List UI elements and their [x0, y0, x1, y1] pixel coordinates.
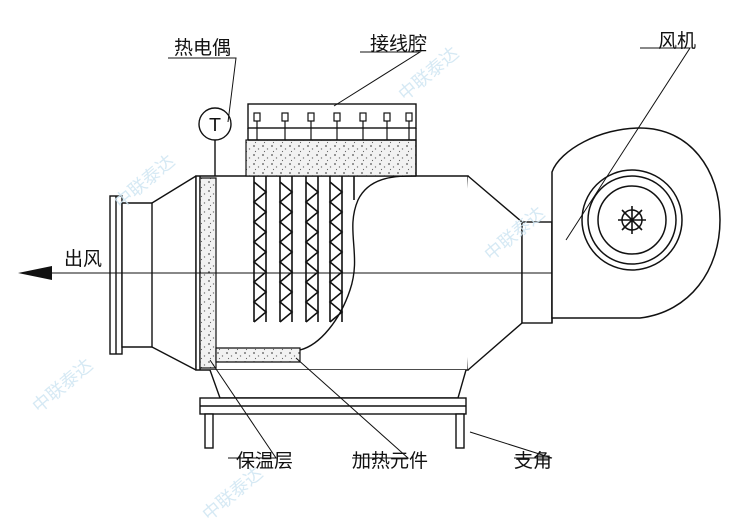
cutaway-curve: [299, 175, 417, 351]
diagram-drawing: T: [18, 47, 721, 459]
outlet-arrow: [18, 266, 52, 280]
outlet-flange: [109, 175, 197, 371]
junction-box-label: 接线腔: [370, 33, 428, 55]
fan-label: 风机: [658, 30, 697, 52]
air-outlet-label: 出风: [64, 248, 103, 270]
support-legs: [199, 369, 467, 449]
thermocouple-label: 热电偶: [174, 37, 232, 59]
thermocouple: [198, 107, 232, 176]
support-label: 支角: [514, 450, 553, 472]
thermocouple-symbol: T: [209, 115, 222, 136]
leader-lines: [168, 47, 691, 459]
heating-element-label: 加热元件: [352, 450, 429, 472]
terminals: [253, 112, 413, 140]
fan: [551, 127, 721, 319]
heater-diagram: T 中联泰达 中联泰达 中联泰达 中联泰达 中联泰达 热电偶 接线腔 风机 出风…: [18, 30, 721, 525]
insulation-label: 保温层: [236, 450, 294, 472]
heating-elements: [252, 176, 355, 323]
